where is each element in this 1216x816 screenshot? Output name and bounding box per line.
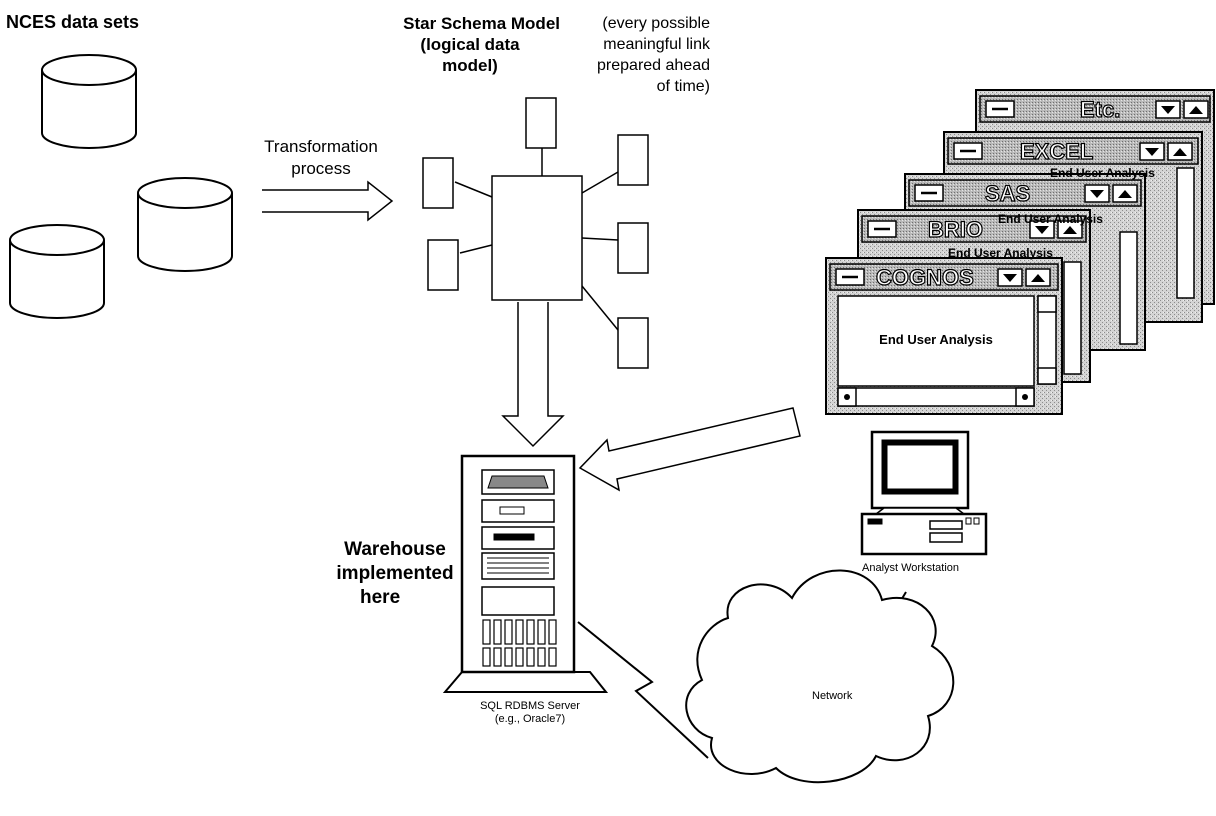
- analyst-workstation: [860, 430, 988, 556]
- server-label: SQL RDBMS Server (e.g., Oracle7): [450, 700, 610, 726]
- transformation-label: Transformation process: [246, 136, 396, 180]
- transformation-label-line1: Transformation: [264, 137, 378, 156]
- star-schema-note: (every possible meaningful link prepared…: [560, 13, 710, 97]
- server-label-line2: (e.g., Oracle7): [494, 713, 566, 725]
- sql-server-tower: [442, 454, 609, 693]
- dimension-table-top: [525, 97, 557, 149]
- tool-window-content-excel: End User Analysis: [1050, 166, 1155, 180]
- tool-window-cognos: [825, 257, 1063, 415]
- star-schema-title-line2: (logical data: [420, 35, 520, 54]
- tool-window-title-excel: EXCEL: [1019, 138, 1094, 164]
- star-schema-title: Star Schema Model (logical data model): [380, 13, 560, 76]
- star-schema: [422, 97, 649, 369]
- warehouse-label-line2: implemented: [336, 563, 454, 584]
- transformation-arrow: [262, 180, 394, 222]
- dimension-table-right-upper: [617, 134, 649, 186]
- tool-window-title-etc: Etc.: [1079, 96, 1121, 122]
- star-schema-note-line4: of time): [656, 78, 710, 95]
- star-schema-title-line1: Star Schema Model: [403, 14, 560, 33]
- database-cylinder-2: [137, 177, 233, 272]
- warehouse-label-line1: Warehouse: [344, 539, 446, 560]
- warehouse-label: Warehouse implemented here: [330, 538, 460, 610]
- star-schema-note-line1: (every possible: [602, 15, 710, 32]
- star-schema-title-line3: model): [442, 56, 498, 75]
- tool-window-title-cognos: COGNOS: [875, 264, 974, 290]
- analyst-workstation-label: Analyst Workstation: [862, 562, 960, 574]
- schema-to-server-arrow: [501, 302, 565, 448]
- server-network-link: [577, 621, 709, 759]
- dimension-table-left-upper: [422, 157, 454, 209]
- tool-window-title-brio: BRIO: [927, 216, 983, 242]
- dimension-table-right-middle: [617, 222, 649, 274]
- nces-data-sets-title: NCES data sets: [6, 12, 140, 32]
- dimension-table-left-lower: [427, 239, 459, 291]
- network-label: Network: [812, 690, 853, 702]
- star-schema-note-line2: meaningful link: [603, 36, 710, 53]
- tool-window-content-sas: End User Analysis: [998, 212, 1103, 226]
- warehouse-label-line3: here: [360, 587, 401, 608]
- dimension-table-right-lower: [617, 317, 649, 369]
- fact-table: [491, 175, 583, 301]
- database-cylinder-1: [41, 54, 137, 149]
- transformation-label-line2: process: [291, 159, 351, 178]
- tool-window-title-sas: SAS: [984, 180, 1031, 206]
- database-cylinder-3: [9, 224, 105, 319]
- star-schema-note-line3: prepared ahead: [597, 57, 710, 74]
- tools-to-server-arrow: [578, 407, 801, 492]
- tool-window-content-cognos: End User Analysis: [879, 332, 993, 347]
- server-label-line1: SQL RDBMS Server: [480, 700, 580, 712]
- tool-window-content-brio: End User Analysis: [948, 246, 1053, 260]
- network-cloud: [685, 569, 955, 784]
